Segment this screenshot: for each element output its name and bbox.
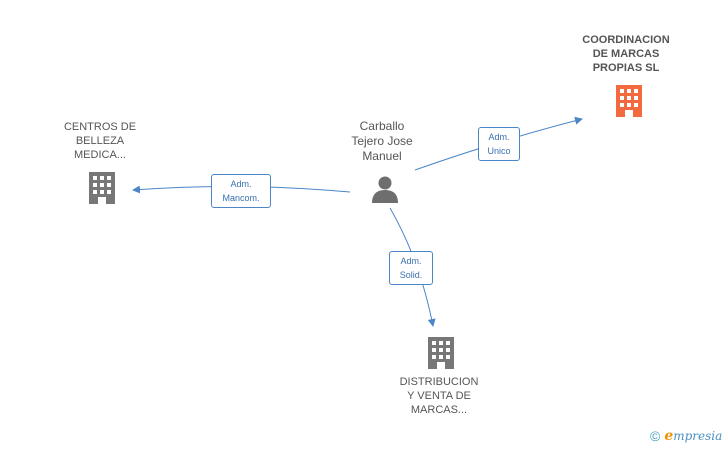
building-icon[interactable]	[613, 84, 645, 118]
edge-label-line: Adm.	[400, 256, 422, 266]
node-label-line: Carballo	[359, 119, 405, 133]
node-label-line: Tejero Jose	[351, 134, 413, 148]
node-label-line: DISTRIBUCION	[399, 376, 479, 388]
node-label-line: COORDINACION	[582, 34, 670, 46]
node-label-line: DE MARCAS	[592, 48, 660, 60]
brand-logo[interactable]: empresia	[664, 428, 722, 444]
copyright-icon: ©	[650, 428, 661, 444]
edge-label-line: Mancom.	[222, 193, 260, 203]
building-icon[interactable]	[86, 171, 118, 205]
node-label-line: MEDICA...	[74, 149, 126, 161]
edge-label-unico[interactable]: Adm. Unico	[478, 127, 520, 161]
edge-label-line: Solid.	[399, 270, 423, 280]
edge-label-solid[interactable]: Adm. Solid.	[389, 251, 433, 285]
edge-label-line: Unico	[487, 146, 511, 156]
node-label-line: Y VENTA DE	[407, 390, 471, 402]
brand-name: mpresia	[673, 429, 723, 443]
node-label-line: PROPIAS SL	[592, 62, 660, 74]
edge-label-line: Adm.	[230, 179, 252, 189]
person-icon[interactable]	[370, 174, 400, 204]
brand-initial: e	[664, 428, 674, 444]
node-label-person[interactable]: Carballo Tejero Jose Manuel	[322, 119, 442, 164]
node-label-centros[interactable]: CENTROS DE BELLEZA MEDICA...	[40, 120, 160, 162]
brand-footer: © empresia	[650, 428, 722, 444]
node-label-line: MARCAS...	[410, 404, 468, 416]
node-label-line: Manuel	[362, 149, 402, 163]
edge-label-mancom[interactable]: Adm. Mancom.	[211, 174, 271, 208]
node-label-coordinacion[interactable]: COORDINACION DE MARCAS PROPIAS SL	[566, 33, 686, 75]
node-label-line: BELLEZA	[75, 135, 125, 147]
edge-label-line: Adm.	[488, 132, 510, 142]
node-label-line: CENTROS DE	[63, 121, 137, 133]
building-icon[interactable]	[425, 336, 457, 370]
node-label-distribucion[interactable]: DISTRIBUCION Y VENTA DE MARCAS...	[379, 375, 499, 417]
